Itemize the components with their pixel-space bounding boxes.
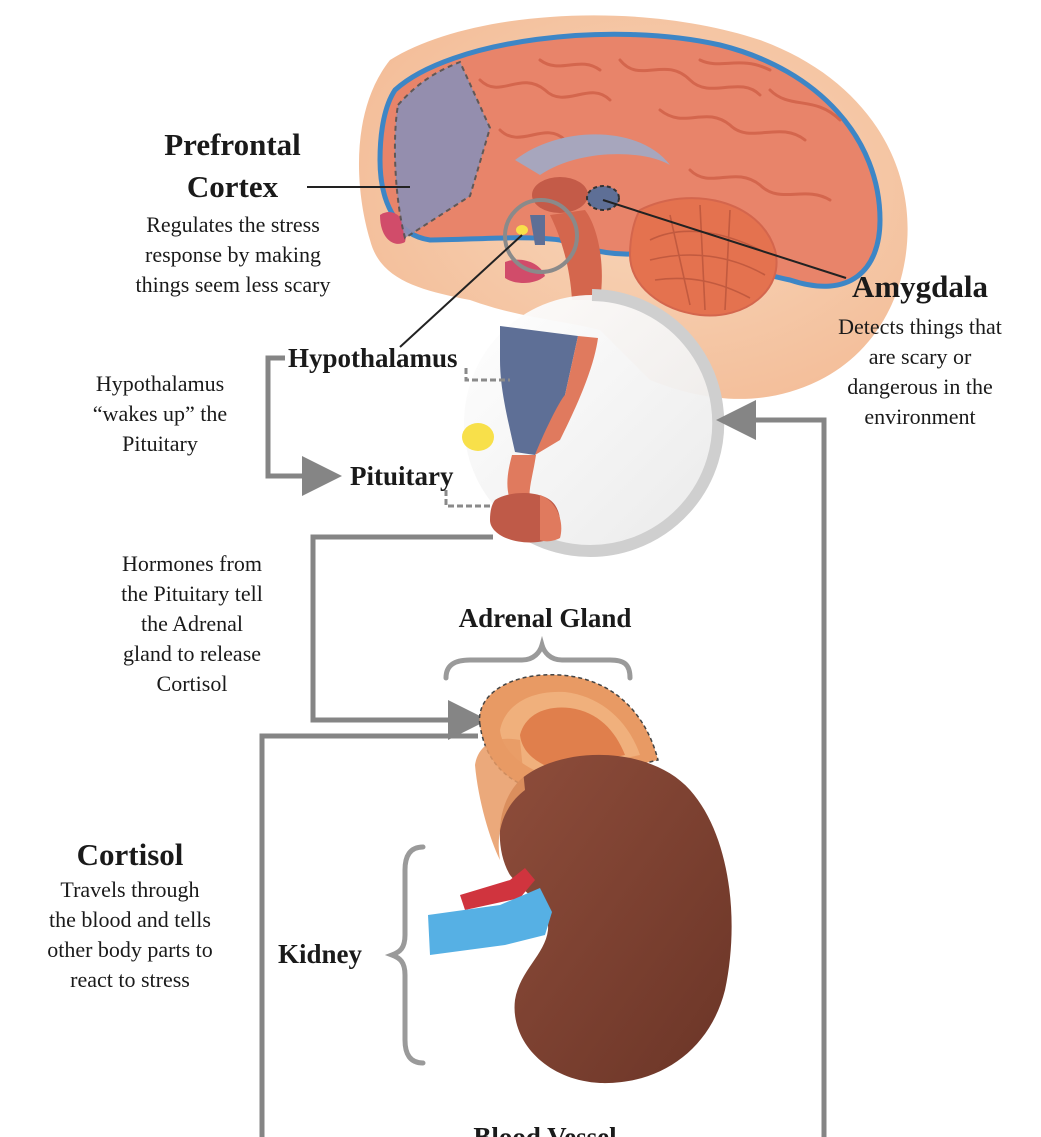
- pituitary-note: Hormones from the Pituitary tell the Adr…: [92, 549, 292, 699]
- renal-vessels: [428, 868, 552, 955]
- hypothalamus-to-pituitary-arrow: [268, 358, 332, 476]
- amygdala-region: [587, 186, 619, 210]
- kidney-brace: [392, 847, 423, 1063]
- prefrontal-cortex-title: Prefrontal Cortex: [140, 124, 325, 208]
- adrenal-gland-label: Adrenal Gland: [420, 602, 670, 634]
- prefrontal-cortex-description: Regulates the stress response by making …: [108, 210, 358, 300]
- hypothalamus-label: Hypothalamus: [288, 342, 458, 374]
- kidney-label: Kidney: [278, 938, 362, 970]
- adrenal-brace: [446, 645, 630, 678]
- blood-vessel-label: Blood Vessel: [420, 1120, 670, 1137]
- cortisol-description: Travels through the blood and tells othe…: [5, 875, 255, 995]
- feedback-arrow-to-brain: [726, 420, 824, 1137]
- zoom-lens: [462, 295, 720, 551]
- amygdala-description: Detects things that are scary or dangero…: [805, 312, 1035, 432]
- pituitary-label: Pituitary: [350, 460, 453, 492]
- hypothalamus-note: Hypothalamus “wakes up” the Pituitary: [60, 369, 260, 459]
- cortisol-title: Cortisol: [40, 834, 220, 876]
- amygdala-title: Amygdala: [820, 266, 1020, 308]
